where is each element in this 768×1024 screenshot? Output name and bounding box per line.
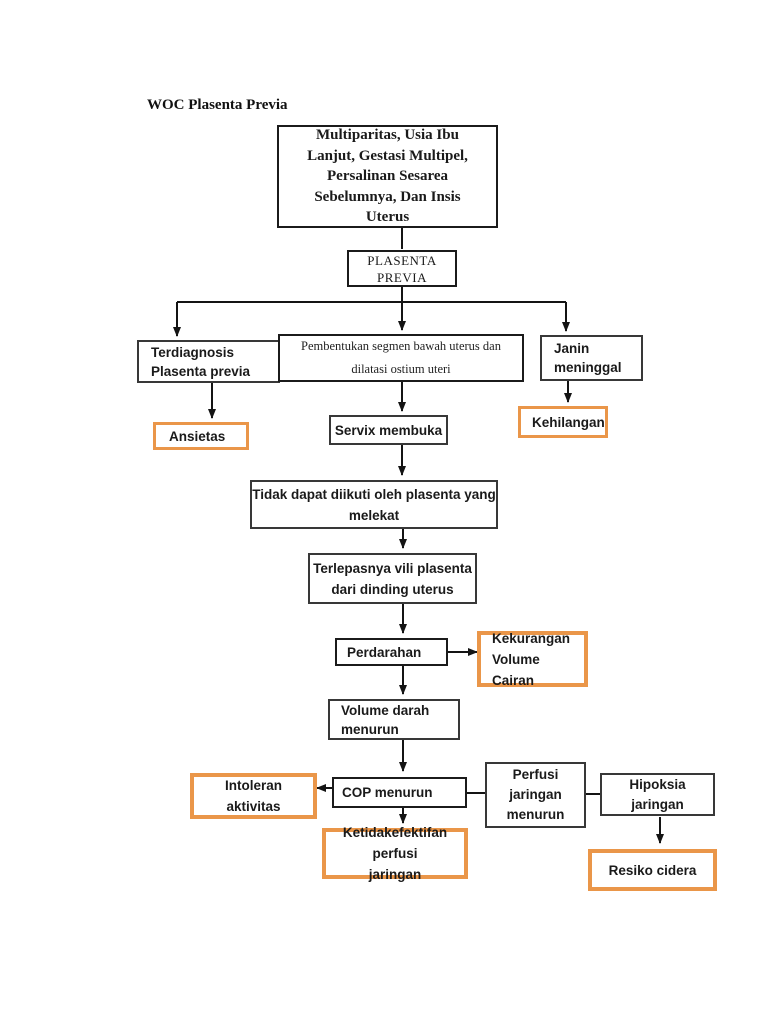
node-terlepasnya: Terlepasnya vili plasenta dari dinding u… <box>308 553 477 604</box>
node-risk-factors: Multiparitas, Usia Ibu Lanjut, Gestasi M… <box>277 125 498 228</box>
node-hipoksia: Hipoksia jaringan <box>600 773 715 816</box>
node-perfusi: Perfusi jaringan menurun <box>485 762 586 828</box>
node-tidak-dapat: Tidak dapat diikuti oleh plasenta yang m… <box>250 480 498 529</box>
node-ketidakefektifan: Ketidakefektifan perfusi jaringan <box>322 825 468 882</box>
node-ansietas: Ansietas <box>153 422 249 450</box>
node-cop-menurun: COP menurun <box>332 777 467 808</box>
node-terdiagnosis: Terdiagnosis Plasenta previa <box>137 340 280 383</box>
node-plasenta-previa: PLASENTA PREVIA <box>347 250 457 287</box>
node-kehilangan: Kehilangan <box>518 406 608 438</box>
node-resiko-cidera: Resiko cidera <box>588 849 717 891</box>
node-intoleran: Intoleran aktivitas <box>190 773 317 819</box>
node-servix-membuka: Servix membuka <box>329 415 448 445</box>
node-pembentukan: Pembentukan segmen bawah uterus dan dila… <box>278 334 524 382</box>
node-kekurangan: Kekurangan Volume Cairan <box>477 631 588 688</box>
node-janin-meninggal: Janin meninggal <box>540 335 643 381</box>
node-volume-darah: Volume darah menurun <box>328 699 460 740</box>
page-title: WOC Plasenta Previa <box>147 97 288 113</box>
node-perdarahan: Perdarahan <box>335 638 448 666</box>
